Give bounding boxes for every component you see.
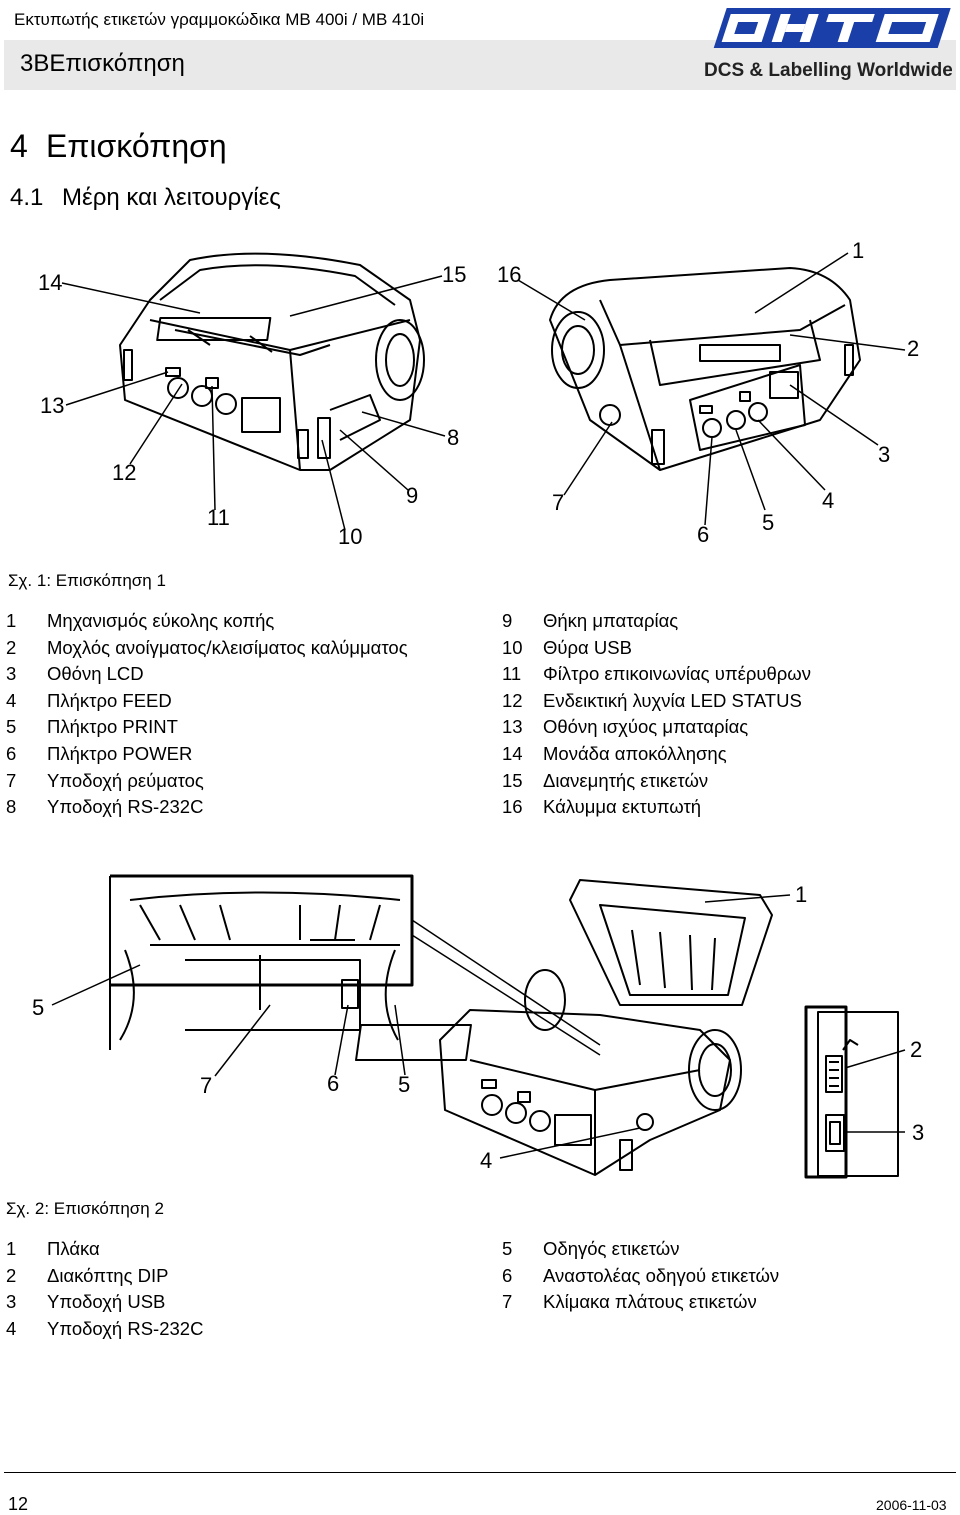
printer-open-view: [355, 879, 773, 1176]
footer-date: 2006-11-03: [876, 1497, 947, 1513]
callout-10: 10: [338, 524, 362, 549]
callout-4: 4: [822, 488, 834, 513]
fig2-callout-3: 3: [912, 1120, 924, 1145]
callout-12: 12: [112, 460, 136, 485]
figure-2-printer-open: 1 5 2 7 6 5 3 4: [32, 874, 924, 1179]
fig2-callout-5b: 5: [398, 1072, 410, 1097]
fig2-callout-7: 7: [200, 1073, 212, 1098]
document-title: Εκτυπωτής ετικετών γραμμοκώδικα MB 400i …: [14, 10, 425, 29]
logo-tagline: DCS & Labelling Worldwide: [704, 60, 952, 81]
figure-2-callouts: 1 5 2 7 6 5 3 4: [32, 882, 924, 1173]
callout-11: 11: [207, 505, 230, 530]
callout-7: 7: [552, 490, 564, 515]
page-number: 12: [8, 1494, 29, 1514]
figure-1-leader-lines: [61, 252, 906, 531]
fig2-callout-4: 4: [480, 1148, 492, 1173]
callout-1: 1: [852, 238, 864, 263]
callout-9: 9: [406, 483, 418, 508]
fig2-callout-2: 2: [910, 1037, 922, 1062]
callout-15: 15: [442, 262, 466, 287]
figure-1-printer-overview: 14 15 16 1 2 13 8 12 9 11 10 7 6 5 4 3: [38, 238, 919, 549]
fig2-callout-1: 1: [795, 882, 807, 907]
callout-6: 6: [697, 522, 709, 547]
sato-logo: DCS & Labelling Worldwide: [704, 8, 952, 81]
figure-1-callouts: 14 15 16 1 2 13 8 12 9 11 10 7 6 5 4 3: [38, 238, 919, 549]
printer-rear-view: [549, 267, 861, 471]
callout-2: 2: [907, 336, 919, 361]
heading-2: 4.1 Μέρη και λειτουργίες: [10, 184, 281, 212]
detail-side-panel: [804, 1005, 899, 1179]
heading-1: 4 Επισκόπηση: [10, 128, 227, 165]
heading-1-number: 4: [10, 128, 28, 164]
figure-1-caption: Σχ. 1: Επισκόπηση 1: [8, 571, 166, 590]
fig2-callout-6: 6: [327, 1071, 339, 1096]
heading-2-text: Μέρη και λειτουργίες: [62, 184, 281, 211]
printer-front-view: [119, 252, 425, 471]
section-title: 3ΒΕπισκόπηση: [20, 50, 185, 77]
callout-16: 16: [497, 262, 521, 287]
heading-1-text: Επισκόπηση: [46, 128, 227, 164]
callout-3: 3: [878, 442, 890, 467]
fig2-callout-5a: 5: [32, 995, 44, 1020]
footer-divider: [4, 1472, 956, 1473]
callout-13: 13: [40, 393, 64, 418]
callout-14: 14: [38, 270, 62, 295]
heading-2-number: 4.1: [10, 184, 44, 211]
detail-inside-view: [109, 874, 414, 1050]
figure-2-caption: Σχ. 2: Επισκόπηση 2: [6, 1199, 164, 1218]
callout-5: 5: [762, 510, 774, 535]
header-band: [4, 40, 956, 90]
figure-2-leader-lines: [51, 894, 906, 1159]
callout-8: 8: [447, 425, 459, 450]
